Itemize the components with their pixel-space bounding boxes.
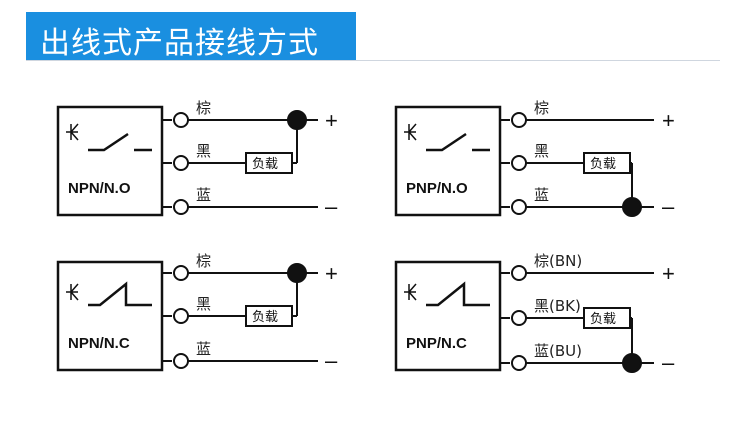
sensor-type-label: NPN/N.O	[68, 180, 131, 197]
diagram-npn-no	[56, 105, 318, 217]
minus-sign: –	[662, 194, 675, 219]
load-label: 负载	[252, 157, 278, 172]
sensor-symbol-icon	[404, 283, 417, 301]
diagram-npn-nc	[56, 260, 318, 372]
minus-sign: –	[662, 350, 675, 375]
minus-sign: –	[325, 348, 338, 373]
wire-label-brown: 棕	[196, 252, 211, 270]
load-label: 负载	[590, 157, 616, 172]
title-banner: 出线式产品接线方式	[26, 12, 356, 61]
sensor-box	[56, 105, 164, 217]
sensor-type-label: PNP/N.O	[406, 180, 468, 197]
wire-label-brown: 棕	[196, 99, 211, 117]
load-label: 负载	[590, 312, 616, 327]
switch-nc-icon	[88, 281, 152, 307]
sensor-box	[394, 105, 502, 217]
sensor-symbol-icon	[66, 123, 79, 141]
plus-sign: +	[662, 261, 675, 286]
wire-label-black: 黑	[534, 142, 549, 160]
wire-label-black: 黑(BK)	[534, 297, 581, 315]
switch-no-icon	[426, 132, 490, 152]
wire-label-brown: 棕(BN)	[534, 252, 582, 270]
wire-label-blue: 蓝	[196, 186, 211, 204]
sensor-box	[56, 260, 164, 372]
sensor-symbol-icon	[66, 283, 79, 301]
wire-label-blue: 蓝	[196, 340, 211, 358]
switch-no-icon	[88, 132, 152, 152]
minus-sign: –	[325, 194, 338, 219]
sensor-box	[394, 260, 502, 372]
junction-dot	[287, 263, 307, 283]
junction-dot	[287, 110, 307, 130]
sensor-symbol-icon	[404, 123, 417, 141]
page-title: 出线式产品接线方式	[40, 26, 319, 61]
diagram-pnp-nc	[394, 260, 654, 373]
sensor-type-label: PNP/N.C	[406, 335, 467, 352]
sensor-type-label: NPN/N.C	[68, 335, 130, 352]
switch-nc-icon	[426, 281, 490, 307]
diagram-pnp-no	[394, 105, 654, 217]
plus-sign: +	[325, 261, 338, 286]
plus-sign: +	[662, 108, 675, 133]
wire-label-blue: 蓝(BU)	[534, 342, 582, 360]
divider	[26, 60, 720, 61]
load-label: 负载	[252, 310, 278, 325]
wire-label-black: 黑	[196, 142, 211, 160]
wire-label-brown: 棕	[534, 99, 549, 117]
wire-label-blue: 蓝	[534, 186, 549, 204]
plus-sign: +	[325, 108, 338, 133]
wire-label-black: 黑	[196, 295, 211, 313]
